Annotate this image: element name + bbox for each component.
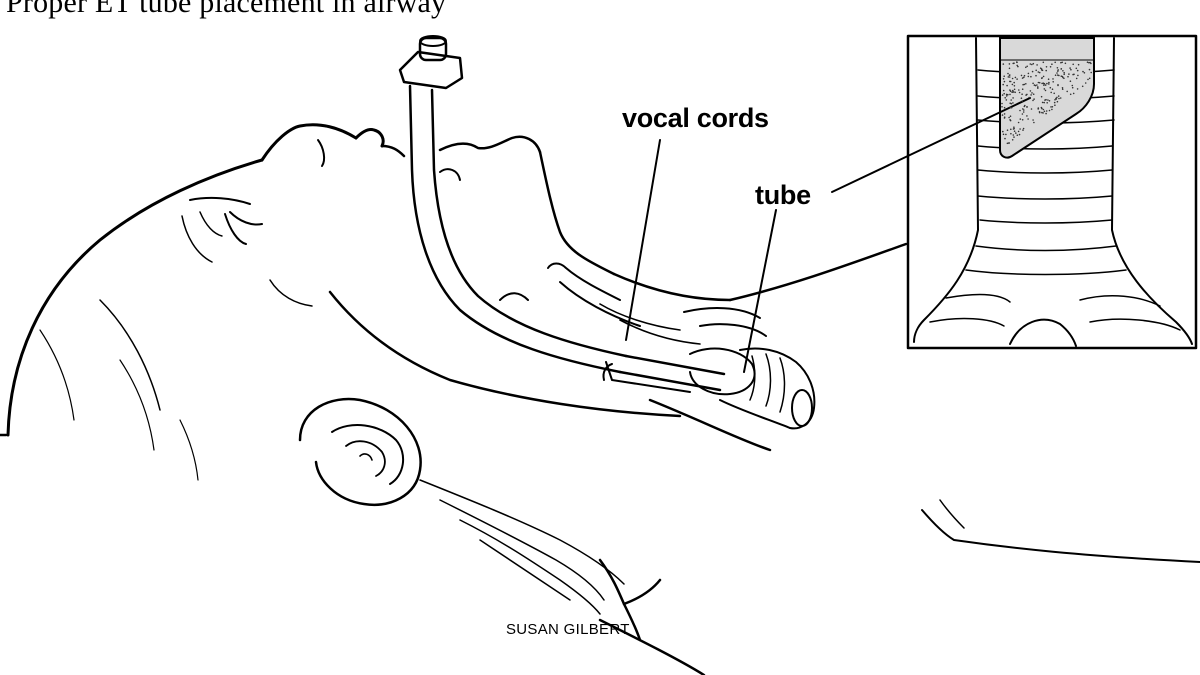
label-vocal-cords: vocal cords (622, 103, 769, 133)
artist-credit: SUSAN GILBERT (506, 621, 630, 638)
label-tube: tube (755, 180, 811, 210)
page-title: Proper ET tube placement in airway (6, 0, 447, 19)
leader-lines (625, 97, 1031, 373)
airway (439, 168, 816, 452)
inset-tube (999, 37, 1095, 159)
hair (0, 433, 706, 675)
shoulder (921, 499, 1200, 563)
head-outline (6, 123, 908, 481)
ear (298, 397, 422, 506)
inset-zoom (906, 34, 1198, 350)
inset-tube-stipple (1001, 61, 1092, 145)
et-tube (398, 35, 756, 396)
